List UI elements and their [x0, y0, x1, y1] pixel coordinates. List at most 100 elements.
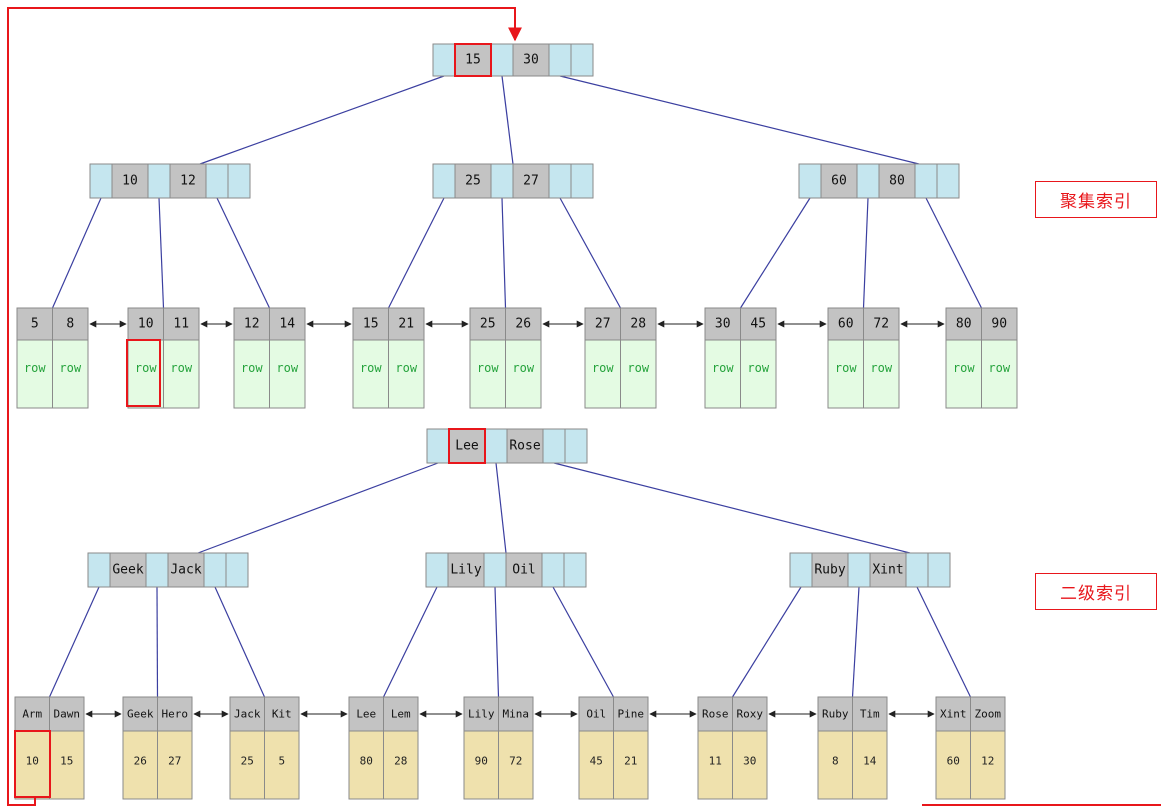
clustered-edge	[862, 197, 869, 309]
secondary-root-key-cell	[506, 428, 544, 464]
clustered-row-text: row	[592, 361, 614, 375]
clustered-row-cell	[945, 339, 982, 409]
secondary-edge	[48, 586, 100, 698]
clustered-row-text: row	[988, 361, 1010, 375]
clustered-edge	[158, 197, 165, 309]
secondary-id-cell	[732, 730, 768, 800]
secondary-leaf-key-text: Xint	[940, 708, 967, 721]
clustered-leaf-key-cell	[269, 307, 306, 341]
secondary-leaf-key-text: Pine	[618, 708, 645, 721]
clustered-row-cell	[233, 339, 270, 409]
clustered-leaf-key-text: 21	[398, 317, 414, 332]
secondary-leaf-key-cell	[498, 696, 534, 732]
clustered-row-cell	[620, 339, 657, 409]
secondary-id-text: 27	[168, 755, 181, 768]
clustered-row-text: row	[953, 361, 975, 375]
secondary-internal-node-key-text: Lily	[450, 563, 481, 578]
secondary-leaf-key-cell	[157, 696, 193, 732]
secondary-leaf-key-cell	[613, 696, 649, 732]
secondary-edge	[214, 586, 266, 698]
clustered-leaf-key-text: 14	[279, 317, 295, 332]
clustered-row-text: row	[24, 361, 46, 375]
secondary-id-text: 14	[863, 755, 877, 768]
secondary-edge	[552, 586, 615, 698]
clustered-internal-node-key-cell	[454, 163, 492, 199]
clustered-leaf-key-cell	[740, 307, 777, 341]
clustered-root-key-cell	[454, 43, 492, 77]
clustered-internal-node-pointer-cell	[936, 163, 960, 199]
secondary-id-text: 12	[981, 755, 994, 768]
secondary-root-key-text: Lee	[455, 439, 479, 454]
clustered-row-text: row	[712, 361, 734, 375]
secondary-leaf-key-text: Roxy	[737, 708, 764, 721]
clustered-row-cell	[981, 339, 1018, 409]
secondary-internal-node-pointer-cell	[847, 552, 871, 588]
clustered-internal-node-key-text: 27	[523, 174, 539, 189]
secondary-id-cell	[229, 730, 265, 800]
clustered-root-pointer-cell	[490, 43, 514, 77]
secondary-leaf-key-cell	[49, 696, 85, 732]
clustered-row-text: row	[170, 361, 192, 375]
secondary-edge	[851, 586, 860, 698]
clustered-leaf-key-text: 12	[244, 317, 260, 332]
secondary-leaf-key-text: Kit	[272, 708, 292, 721]
clustered-leaf-key-cell	[163, 307, 200, 341]
tree-edges	[48, 75, 983, 698]
clustered-leaf-key-cell	[233, 307, 270, 341]
secondary-edge	[197, 462, 439, 554]
secondary-internal-node-pointer-cell	[789, 552, 813, 588]
clustered-edge	[559, 197, 622, 309]
lookup-arrow	[7, 7, 522, 806]
clustered-row-cell	[16, 339, 53, 409]
secondary-root-pointer-cell	[542, 428, 566, 464]
secondary-id-text: 25	[241, 755, 254, 768]
clustered-internal-node-key-text: 60	[831, 174, 847, 189]
secondary-edge	[156, 586, 159, 698]
clustered-row-text: row	[477, 361, 499, 375]
secondary-leaf-key-text: Mina	[503, 708, 530, 721]
clustered-row-cell	[827, 339, 864, 409]
secondary-leaf-key-cell	[935, 696, 971, 732]
clustered-row-cell	[469, 339, 506, 409]
secondary-leaf-key-text: Dawn	[54, 708, 81, 721]
secondary-id-cell	[348, 730, 384, 800]
clustered-internal-node-pointer-cell	[89, 163, 113, 199]
secondary-edge	[495, 462, 507, 554]
clustered-leaf-key-text: 80	[956, 317, 972, 332]
clustered-row-text: row	[241, 361, 263, 375]
clustered-index-label: 聚集索引	[1035, 181, 1157, 218]
clustered-row-text: row	[135, 361, 157, 375]
secondary-internal-node-pointer-cell	[425, 552, 449, 588]
clustered-root-key-text: 30	[523, 53, 539, 68]
clustered-internal-node-pointer-cell	[856, 163, 880, 199]
secondary-leaf-key-text: Geek	[127, 708, 154, 721]
clustered-row-cell	[52, 339, 89, 409]
clustered-internal-node-pointer-cell	[205, 163, 229, 199]
secondary-id-text: 30	[743, 755, 756, 768]
clustered-edge	[501, 197, 507, 309]
secondary-internal-node-pointer-cell	[905, 552, 929, 588]
clustered-edge	[501, 75, 514, 165]
clustered-leaf-key-cell	[505, 307, 542, 341]
clustered-internal-node-key-text: 10	[122, 174, 138, 189]
secondary-edge	[494, 586, 500, 698]
secondary-internal-node-key-text: Ruby	[814, 563, 845, 578]
clustered-leaf-key-cell	[352, 307, 389, 341]
secondary-edge	[731, 586, 802, 698]
clustered-internal-node-pointer-cell	[227, 163, 251, 199]
clustered-row-cell	[863, 339, 900, 409]
secondary-leaf-key-text: Lem	[391, 708, 411, 721]
clustered-root-pointer-cell	[432, 43, 456, 77]
secondary-id-text: 80	[360, 755, 373, 768]
secondary-internal-node-pointer-cell	[225, 552, 249, 588]
secondary-id-text: 90	[475, 755, 488, 768]
secondary-id-text: 45	[590, 755, 603, 768]
secondary-id-cell	[935, 730, 971, 800]
secondary-leaf-key-text: Hero	[162, 708, 189, 721]
leaf-links	[85, 320, 945, 718]
secondary-edge	[553, 462, 911, 554]
secondary-leaf-key-cell	[348, 696, 384, 732]
secondary-leaf-key-cell	[852, 696, 888, 732]
